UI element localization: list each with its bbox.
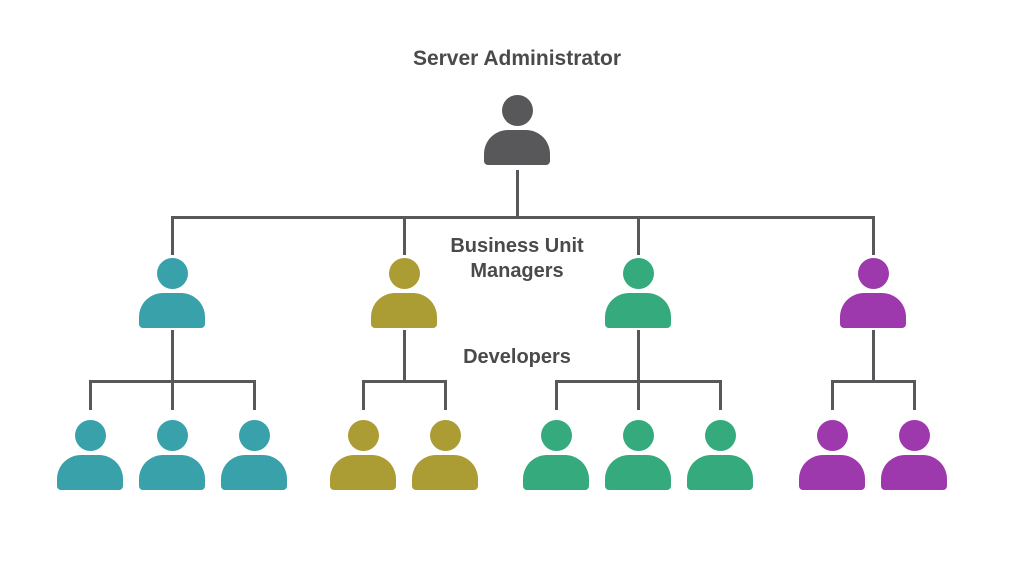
- manager-icon-gold: [371, 258, 437, 328]
- connector-purple-drop-1: [830, 380, 834, 410]
- developer-icon-teal-1: [57, 420, 123, 490]
- person-head: [347, 420, 379, 451]
- root-label: Server Administrator: [412, 47, 622, 70]
- connector-green-drop-1: [554, 380, 558, 410]
- developer-icon-green-2: [605, 420, 671, 490]
- person-torso: [139, 455, 205, 490]
- developers-level-label: Developers: [463, 346, 571, 368]
- person-torso: [221, 455, 287, 490]
- connector-teal-horizontal: [88, 380, 256, 383]
- person-torso: [605, 293, 671, 328]
- person-torso: [139, 293, 205, 328]
- person-head: [540, 420, 572, 451]
- connector-manager-drop-teal: [170, 216, 174, 255]
- connector-purple-stub: [871, 330, 875, 383]
- connector-teal-drop-3: [252, 380, 256, 410]
- connector-manager-drop-purple: [871, 216, 875, 255]
- person-head: [704, 420, 736, 451]
- person-torso: [484, 130, 550, 165]
- connector-green-horizontal: [554, 380, 722, 383]
- connector-green-drop-3: [718, 380, 722, 410]
- developer-icon-gold-2: [412, 420, 478, 490]
- person-torso: [57, 455, 123, 490]
- connector-gold-stub: [402, 330, 406, 383]
- developer-icon-purple-2: [881, 420, 947, 490]
- connector-gold-drop-2: [443, 380, 447, 410]
- person-torso: [840, 293, 906, 328]
- connector-top-horizontal: [170, 216, 875, 219]
- person-torso: [523, 455, 589, 490]
- person-torso: [330, 455, 396, 490]
- connector-teal-stub: [170, 330, 174, 410]
- manager-icon-green: [605, 258, 671, 328]
- connector-root-stub: [515, 170, 519, 216]
- connector-gold-horizontal: [361, 380, 447, 383]
- connector-teal-drop-1: [88, 380, 92, 410]
- person-torso: [371, 293, 437, 328]
- person-torso: [687, 455, 753, 490]
- person-torso: [605, 455, 671, 490]
- connector-gold-drop-1: [361, 380, 365, 410]
- manager-icon-teal: [139, 258, 205, 328]
- developer-icon-gold-1: [330, 420, 396, 490]
- person-head: [816, 420, 848, 451]
- connector-manager-drop-gold: [402, 216, 406, 255]
- server-administrator-icon: [484, 95, 550, 165]
- person-head: [74, 420, 106, 451]
- person-head: [501, 95, 533, 126]
- connector-green-stub: [636, 330, 640, 410]
- person-head: [429, 420, 461, 451]
- person-head: [622, 258, 654, 289]
- person-head: [156, 258, 188, 289]
- managers-level-label: Business Unit Managers: [450, 235, 584, 282]
- person-head: [388, 258, 420, 289]
- connector-purple-horizontal: [830, 380, 916, 383]
- developer-icon-purple-1: [799, 420, 865, 490]
- person-head: [898, 420, 930, 451]
- connector-purple-drop-2: [912, 380, 916, 410]
- developer-icon-green-3: [687, 420, 753, 490]
- connector-manager-drop-green: [636, 216, 640, 255]
- person-torso: [799, 455, 865, 490]
- person-head: [857, 258, 889, 289]
- developer-icon-green-1: [523, 420, 589, 490]
- developer-icon-teal-2: [139, 420, 205, 490]
- developer-icon-teal-3: [221, 420, 287, 490]
- person-head: [622, 420, 654, 451]
- person-torso: [412, 455, 478, 490]
- manager-icon-purple: [840, 258, 906, 328]
- person-head: [238, 420, 270, 451]
- person-torso: [881, 455, 947, 490]
- person-head: [156, 420, 188, 451]
